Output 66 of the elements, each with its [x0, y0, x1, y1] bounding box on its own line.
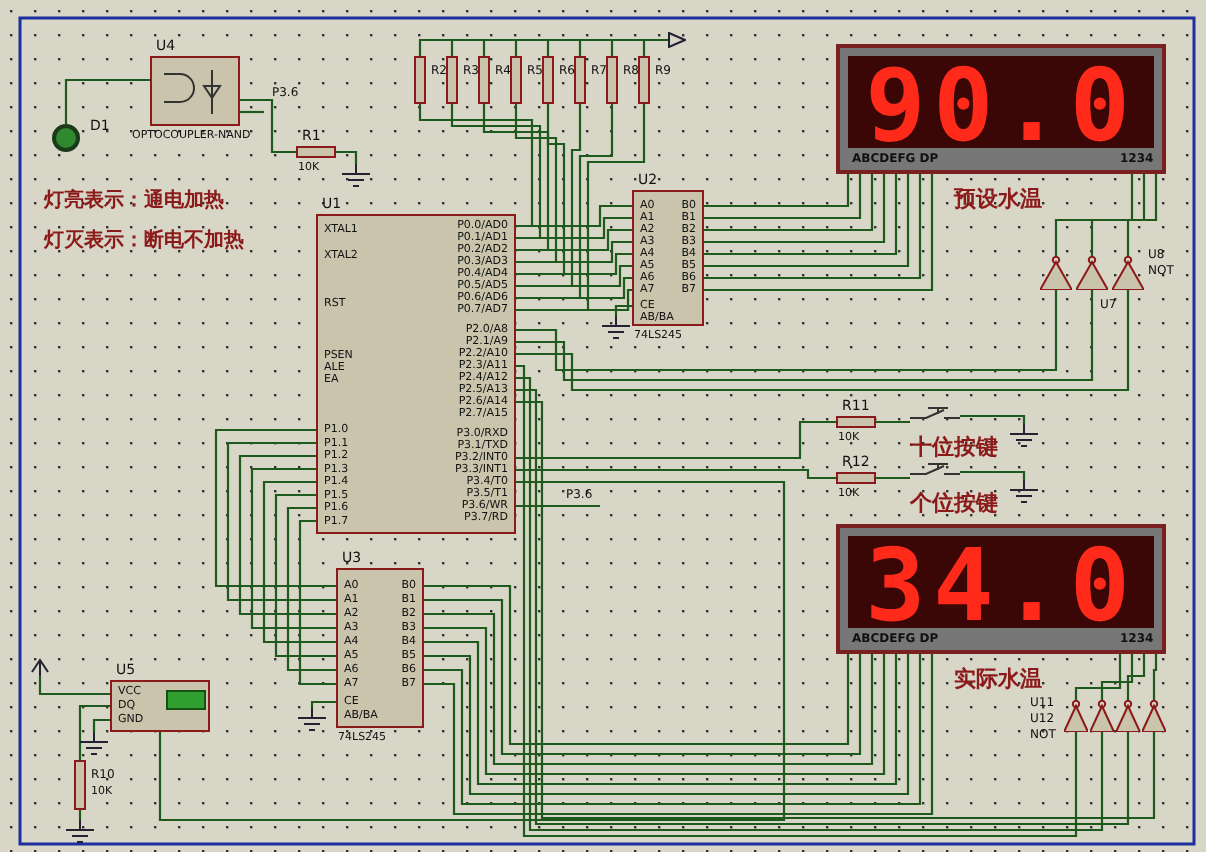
note-text: 灯亮表示：通电加热 [44, 192, 224, 212]
wire [516, 468, 836, 480]
caption-label: 十位按键 [910, 436, 998, 458]
wire [516, 290, 1130, 392]
wire [516, 240, 632, 264]
wire [1100, 654, 1134, 700]
wire [1090, 174, 1146, 256]
wire [298, 519, 336, 686]
wire [214, 428, 336, 588]
wire [1152, 654, 1158, 700]
caption-label: 预设水温 [954, 188, 1042, 210]
wire [516, 264, 632, 288]
not-gate-symbol [1076, 256, 1108, 290]
wire [286, 506, 336, 672]
wire [250, 467, 336, 630]
wire [704, 174, 886, 244]
wire [424, 626, 886, 776]
wire [514, 104, 558, 264]
wire [704, 174, 862, 220]
not-gate-symbol [1040, 256, 1072, 290]
wire [516, 420, 836, 460]
wire [876, 420, 910, 424]
wire [704, 174, 910, 268]
wire [424, 598, 862, 756]
power-terminal-symbol [668, 32, 686, 48]
wire [424, 612, 874, 766]
wire [704, 174, 874, 232]
wire [424, 640, 898, 786]
wire [876, 476, 910, 480]
wire [262, 480, 336, 644]
wire [226, 441, 336, 602]
wire [78, 704, 110, 760]
wire [482, 104, 550, 252]
not-gate-symbol [1142, 700, 1166, 732]
wire [704, 174, 898, 256]
wire [158, 480, 786, 822]
wire [516, 204, 632, 228]
wire [274, 493, 336, 658]
wire [516, 290, 1094, 382]
wire [516, 290, 1058, 372]
wire [1126, 174, 1158, 256]
wire [238, 454, 336, 616]
wire [450, 104, 542, 240]
wire [704, 174, 850, 208]
display-digits: 90.0 [848, 56, 1154, 148]
wire [516, 228, 632, 252]
not-gate-symbol [1064, 700, 1088, 732]
wire [642, 38, 668, 56]
not-gate-symbol [1090, 700, 1114, 732]
wire [64, 78, 150, 124]
caption-label: 实际水温 [954, 668, 1042, 690]
display-digits: 34.0 [848, 536, 1154, 628]
wire [1126, 654, 1146, 700]
wire [240, 98, 296, 154]
not-gate-symbol [1112, 256, 1144, 290]
wire [516, 252, 632, 276]
wire [516, 276, 632, 300]
note-text: 灯灭表示：断电不加热 [44, 232, 244, 252]
wire [516, 216, 632, 240]
wire [516, 288, 632, 312]
not-gate-symbol [1116, 700, 1140, 732]
wire [1054, 174, 1134, 256]
caption-label: 个位按键 [910, 492, 998, 514]
wire [418, 104, 534, 228]
wire [424, 584, 850, 746]
wire [1074, 654, 1122, 700]
